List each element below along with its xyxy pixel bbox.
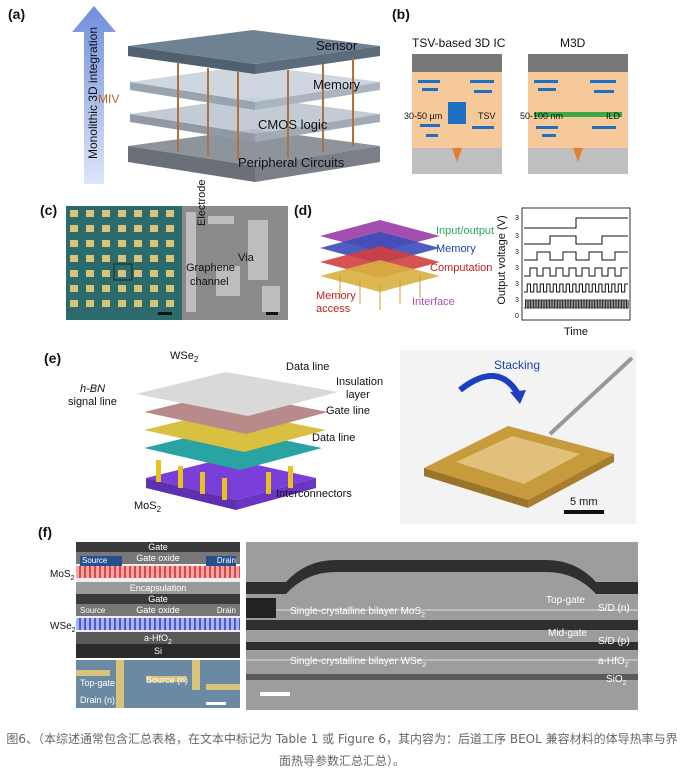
- tem-mos2-label: Single-crystalline bilayer MoS2: [290, 606, 426, 619]
- electrode-label: Electrode: [196, 179, 208, 226]
- panel-e-label: (e): [44, 350, 62, 366]
- peripheral-layer: [128, 129, 380, 182]
- memory-access-label-2: access: [316, 303, 351, 315]
- layer-label-cmos: CMOS logic: [258, 117, 328, 132]
- tsv-cross-section: [412, 54, 502, 174]
- tsv-dimension: 30-50 µm: [404, 111, 443, 121]
- wse2-label: WSe2: [170, 350, 199, 365]
- panel-b-label: (b): [392, 6, 410, 22]
- panel-d-label: (d): [294, 202, 312, 218]
- m3d-title: M3D: [560, 36, 586, 50]
- stack-gate-1: Gate: [76, 542, 240, 552]
- device-array-image: [66, 206, 182, 320]
- channel-label: channel: [190, 276, 229, 288]
- io-layer-label: Input/output: [436, 225, 495, 237]
- tick-5: 3: [515, 281, 519, 288]
- layer-label-memory: Memory: [313, 77, 360, 92]
- stack-encapsulation: Encapsulation: [76, 582, 240, 594]
- memory-layer-label: Memory: [436, 243, 476, 255]
- stack-drain-1: Drain: [206, 556, 236, 566]
- gate-line-label: Gate line: [326, 405, 371, 417]
- tem-mid-gate: Mid-gate: [548, 628, 587, 639]
- tick-7: 0: [515, 313, 519, 320]
- signal-line-label: signal line: [68, 396, 117, 408]
- integration-arrow: [72, 6, 116, 184]
- stacking-label: Stacking: [494, 358, 541, 372]
- stacking-photo: [400, 350, 636, 524]
- tick-3: 3: [515, 249, 519, 256]
- mos2-layer: [76, 566, 240, 578]
- waveform-xlabel: Time: [564, 326, 589, 338]
- layer-label-sensor: Sensor: [316, 38, 358, 53]
- stack-gate-2: Gate: [76, 594, 240, 604]
- m3d-dimension: 50-100 nm: [520, 111, 564, 121]
- data-line-top-label: Data line: [286, 361, 330, 373]
- panel-c-label: (c): [40, 202, 58, 218]
- memory-layer: [130, 65, 380, 110]
- tem-sd-p: S/D (p): [598, 636, 630, 647]
- mos2-label: MoS2: [134, 500, 162, 515]
- sensor-layer: [128, 30, 380, 74]
- tem-wse2-label: Single-crystalline bilayer WSe2: [290, 656, 427, 669]
- photo-scale-label: 5 mm: [570, 496, 598, 508]
- tem-top-gate: Top-gate: [546, 595, 585, 606]
- interconnectors-label: Interconnectors: [276, 488, 352, 500]
- stacked-array-illustration: [136, 372, 338, 510]
- tem-sd-n: S/D (n): [598, 603, 630, 614]
- stack-hfo2: a-HfO2: [76, 632, 240, 646]
- layered-chip-illustration: [320, 220, 440, 310]
- tem-sio2: SiO2: [606, 674, 627, 687]
- stack-si: Si: [76, 644, 240, 658]
- tick-2: 3: [515, 233, 519, 240]
- mos2-side-label: MoS2: [50, 569, 75, 582]
- wse2-side-label: WSe2: [50, 621, 76, 634]
- optical-source: Source (n): [146, 675, 189, 685]
- tem-hfo2: a-HfO2: [598, 656, 629, 669]
- data-line-bottom-label: Data line: [312, 432, 356, 444]
- stack-gate-oxide-2: Gate oxide: [76, 604, 240, 616]
- interface-layer-label: Interface: [412, 296, 455, 308]
- panel-f-label: (f): [38, 524, 52, 540]
- miv-label: MIV: [98, 92, 120, 106]
- tick-6: 3: [515, 297, 519, 304]
- optical-drain: Drain (n): [80, 695, 116, 705]
- m3d-stack-illustration: [128, 30, 380, 182]
- tsv-tag: TSV: [478, 111, 496, 121]
- tem-cross-section: [246, 542, 638, 710]
- stack-source-1: Source: [80, 556, 122, 566]
- figure-caption: 图6、（本综述通常包含汇总表格，在文本中标记为 Table 1 或 Figure…: [6, 732, 678, 768]
- insulation-label-1: Insulation: [336, 376, 384, 388]
- ild-tag: ILD: [606, 111, 621, 121]
- computation-layer-label: Computation: [430, 262, 493, 274]
- layer-label-peripheral: Peripheral Circuits: [238, 155, 345, 170]
- via-label: Via: [238, 252, 254, 264]
- cmos-layer: [130, 97, 380, 142]
- tsv-title: TSV-based 3D IC: [412, 36, 506, 50]
- graphene-label: Graphene: [186, 262, 235, 274]
- sem-zoom-image: [182, 206, 288, 320]
- optical-top-gate: Top-gate: [80, 678, 116, 688]
- waveform-plot: 3 3 3 3 3 3 0: [515, 207, 631, 321]
- tick-1: 3: [515, 215, 519, 222]
- stack-source-2: Source: [80, 606, 106, 615]
- device-stack-schematic: Gate Gate oxide Source Drain Encapsulati…: [76, 542, 240, 658]
- memory-access-label-1: Memory: [316, 290, 356, 302]
- insulation-label-2: layer: [346, 389, 370, 401]
- panel-a-label: (a): [8, 6, 26, 22]
- m3d-cross-section: [528, 54, 628, 174]
- waveform-ylabel: Output voltage (V): [496, 215, 508, 305]
- stack-drain-2: Drain: [216, 606, 236, 615]
- hbn-label: h-BN: [80, 383, 106, 395]
- tick-4: 3: [515, 265, 519, 272]
- wse2-layer: [76, 618, 240, 630]
- optical-micrograph: [76, 660, 240, 708]
